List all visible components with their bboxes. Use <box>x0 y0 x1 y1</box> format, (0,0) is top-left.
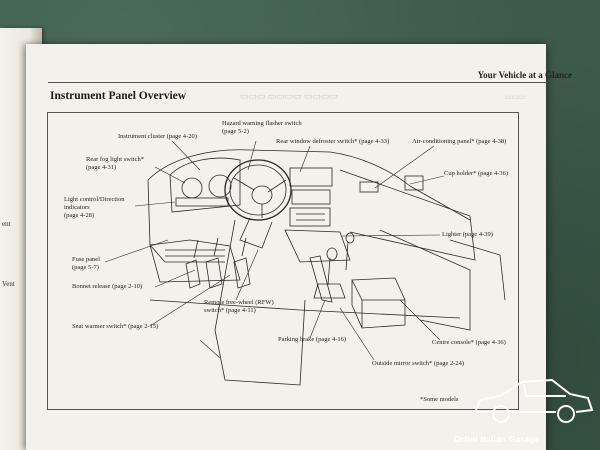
label-outside-mirror: Outside mirror switch* (page 2-24) <box>372 360 465 367</box>
diagram-frame <box>47 112 519 410</box>
page-title: Instrument Panel Overview <box>50 90 187 102</box>
label-seat-warmer: Seat warmer switch* (page 2-15) <box>72 323 159 330</box>
footnote: *Some models <box>420 396 459 403</box>
watermark-text: Orfini Italian Garage <box>454 434 540 444</box>
bleed-through-text: ▭▭▭ <box>505 93 525 101</box>
label-hazard-switch: Hazard warning flasher switch (page 5-2) <box>222 120 302 135</box>
label-remote-free-wheel: Remote free-wheel (RFW) switch* (page 4-… <box>204 299 274 314</box>
manual-page <box>26 44 546 450</box>
left-page-fragment: ent <box>2 220 11 228</box>
label-parking-brake: Parking brake (page 4-16) <box>278 336 347 343</box>
car-logo-icon <box>475 378 594 423</box>
bleed-through-text: ▭▭▭ ▭▭▭▭ ▭▭▭▭ <box>240 91 339 101</box>
section-header: Your Vehicle at a Glance <box>477 70 572 80</box>
label-cup-holder: Cup holder* (page 4-36) <box>444 170 509 177</box>
label-air-conditioning-panel: Air-conditioning panel* (page 4-38) <box>412 138 507 145</box>
label-instrument-cluster: Instrument cluster (page 4-20) <box>118 133 197 140</box>
label-bonnet-release: Bonnet release (page 2-10) <box>72 283 143 290</box>
left-page-fragment: Vent <box>2 280 15 288</box>
label-fuse-panel: Fuse panel (page 5-7) <box>72 256 100 271</box>
label-lighter: Lighter (page 4-39) <box>442 231 493 238</box>
label-light-control: Light control/Direction indicators (page… <box>64 196 125 219</box>
header-rule <box>48 82 548 83</box>
label-centre-console: Centre console* (page 4-36) <box>432 339 506 346</box>
label-rear-window-defroster: Rear window defroster switch* (page 4-33… <box>276 138 390 145</box>
label-rear-fog-light: Rear fog light switch* (page 4-31) <box>86 156 144 171</box>
